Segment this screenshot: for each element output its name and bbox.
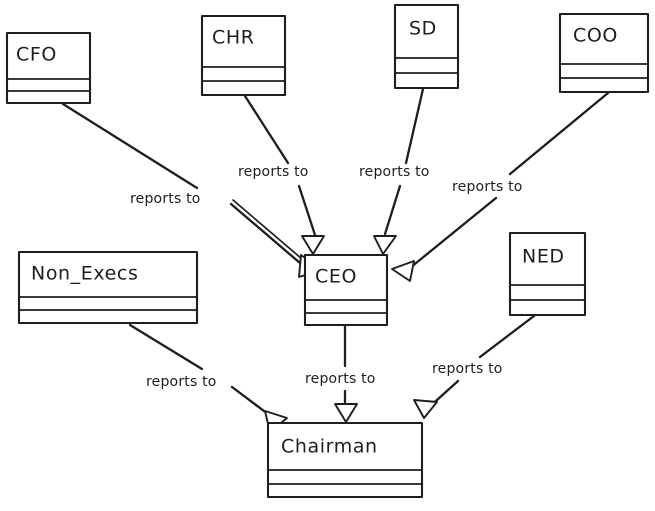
class-node-frame — [393, 3, 460, 90]
edge-ceo-chairman: reports to — [305, 324, 376, 423]
class-node-chr[interactable]: CHR — [200, 14, 287, 97]
edge-label: reports to — [130, 191, 201, 207]
class-node-frame — [558, 12, 650, 94]
edge-segment — [230, 385, 270, 416]
edge-segment — [403, 196, 498, 274]
edge-label: reports to — [452, 179, 523, 195]
generalization-arrowhead — [413, 399, 438, 419]
class-node-frame — [508, 231, 587, 317]
class-node-name: CEO — [315, 266, 357, 288]
class-node-non_execs[interactable]: Non_Execs — [17, 250, 199, 325]
class-node-name: COO — [573, 25, 618, 47]
edge-label: reports to — [359, 164, 430, 180]
edge-segment — [61, 102, 199, 190]
class-node-coo[interactable]: COO — [558, 12, 650, 94]
edge-ned-chairman: reports to — [413, 314, 536, 419]
edge-segment — [229, 202, 302, 265]
class-node-cfo[interactable]: CFO — [5, 31, 92, 105]
class-node-chairman[interactable]: Chairman — [266, 421, 424, 499]
edge-segment — [508, 91, 610, 176]
class-node-ned[interactable]: NED — [508, 231, 587, 317]
class-node-name: CFO — [16, 44, 57, 66]
class-node-name: Chairman — [281, 436, 378, 458]
edges-layer: reports to reports to reports to reports to… — [61, 87, 610, 433]
edge-segment — [383, 184, 402, 236]
class-node-name: Non_Execs — [31, 263, 138, 285]
edge-label: reports to — [146, 374, 217, 390]
edge-segment — [232, 199, 303, 260]
edge-segment — [478, 314, 536, 359]
edge-segment — [297, 184, 317, 237]
generalization-arrowhead — [301, 235, 325, 255]
class-node-name: SD — [409, 18, 437, 40]
edge-coo-ceo: reports to — [391, 91, 610, 282]
edge-sd-ceo: reports to — [359, 87, 430, 255]
edge-chr-ceo: reports to — [238, 94, 325, 255]
generalization-arrowhead — [373, 235, 397, 255]
edge-label: reports to — [238, 164, 309, 180]
edge-label: reports to — [432, 361, 503, 377]
edge-segment — [128, 323, 204, 371]
edge-segment — [243, 94, 290, 165]
generalization-arrowhead — [391, 260, 415, 282]
class-node-ceo[interactable]: CEO — [303, 253, 389, 327]
generalization-arrowhead — [334, 403, 358, 423]
class-node-frame — [17, 250, 199, 325]
class-node-sd[interactable]: SD — [393, 3, 460, 90]
edge-label: reports to — [305, 371, 376, 387]
class-node-name: NED — [522, 246, 565, 268]
class-node-name: CHR — [212, 27, 255, 49]
nodes-layer: CFO CHR SD COO Non_Execs CEO NED Chairman — [5, 3, 650, 499]
class-node-frame — [266, 421, 424, 499]
edge-segment — [404, 87, 425, 165]
edge-nonexecs-chairman: reports to — [128, 323, 288, 433]
